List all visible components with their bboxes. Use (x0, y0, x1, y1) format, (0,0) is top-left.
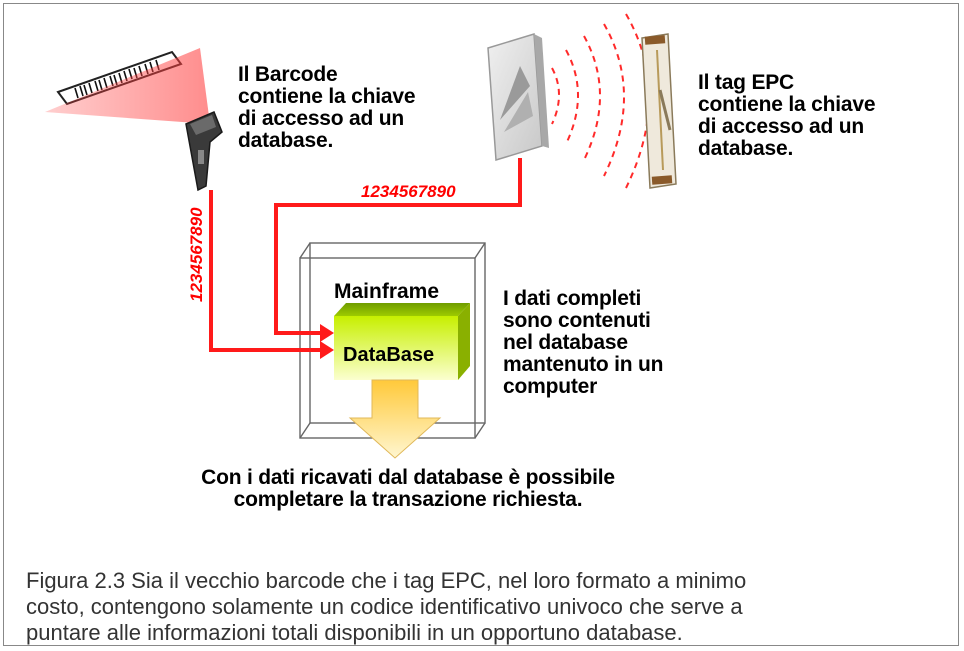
epc-description-line: contiene la chiave (698, 93, 876, 116)
radio-waves-icon (551, 13, 650, 189)
result-description-line: Con i dati ricavati dal database è possi… (201, 466, 615, 489)
output-arrow (348, 379, 442, 459)
database-description-line: mantenuto in un (503, 353, 664, 376)
epc-signal-line (274, 158, 522, 335)
database-description: I dati completi sono contenuti nel datab… (503, 287, 664, 398)
caption-line: puntare alle informazioni totali disponi… (26, 620, 683, 645)
barcode-description-line: contiene la chiave (238, 85, 416, 108)
epc-description-line: di accesso ad un (698, 115, 865, 138)
epc-description-line: Il tag EPC (698, 71, 795, 94)
database-description-line: computer (503, 375, 598, 398)
mainframe-label: Mainframe (334, 280, 439, 303)
result-description: Con i dati ricavati dal database è possi… (0, 467, 816, 511)
database-block (334, 303, 470, 380)
barcode-signal-line (209, 190, 322, 352)
rfid-reader-illustration (487, 33, 549, 161)
epc-description: Il tag EPC contiene la chiave di accesso… (698, 71, 876, 160)
epc-description-line: database. (698, 137, 794, 160)
figure-caption: Figura 2.3 Sia il vecchio barcode che i … (26, 568, 936, 646)
caption-line: Figura 2.3 Sia il vecchio barcode che i … (26, 568, 747, 593)
result-description-line: completare la transazione richiesta. (233, 488, 583, 511)
barcode-description: Il Barcode contiene la chiave di accesso… (238, 63, 416, 152)
barcode-description-line: di accesso ad un (238, 107, 405, 130)
database-description-line: I dati completi (503, 287, 642, 310)
barcode-signal-arrowhead (320, 341, 334, 359)
database-description-line: sono contenuti (503, 309, 651, 332)
epc-tag-illustration (641, 33, 677, 189)
barcode-label-illustration (45, 48, 210, 124)
database-label: DataBase (343, 344, 434, 366)
epc-code-label: 1234567890 (361, 182, 456, 201)
database-description-line: nel database (503, 331, 628, 354)
barcode-description-line: Il Barcode (238, 63, 338, 86)
barcode-code-label: 1234567890 (187, 207, 206, 302)
epc-signal-arrowhead (320, 324, 334, 342)
barcode-scanner-illustration (185, 111, 223, 192)
barcode-description-line: database. (238, 129, 334, 152)
caption-line: costo, contengono solamente un codice id… (26, 594, 743, 619)
